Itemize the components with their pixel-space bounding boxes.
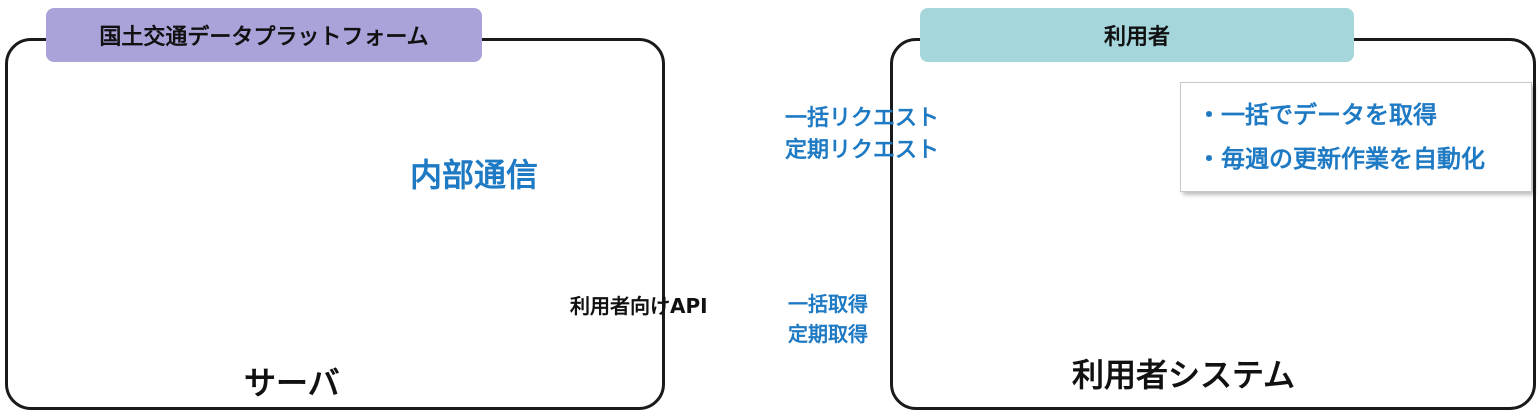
response-label-periodic: 定期取得: [788, 322, 868, 346]
response-label-bulk: 一括取得: [788, 292, 868, 316]
platform-title-tab: 国土交通データプラットフォーム: [46, 8, 482, 62]
user-title: 利用者: [1103, 25, 1170, 50]
api-label: 利用者向けAPI: [570, 294, 708, 318]
callout-box: ・一括でデータを取得 ・毎週の更新作業を自動化: [1180, 82, 1532, 192]
platform-title: 国土交通データプラットフォーム: [99, 25, 429, 50]
server-label: サーバ: [244, 364, 340, 402]
callout-line-2: ・毎週の更新作業を自動化: [1197, 145, 1485, 173]
callout-line-1: ・一括でデータを取得: [1197, 101, 1437, 129]
user-system-label: 利用者システム: [1072, 356, 1296, 394]
request-label-bulk: 一括リクエスト: [785, 106, 940, 131]
request-label-periodic: 定期リクエスト: [785, 138, 940, 163]
internal-comm-label: 内部通信: [410, 156, 539, 194]
user-title-tab: 利用者: [920, 8, 1354, 62]
